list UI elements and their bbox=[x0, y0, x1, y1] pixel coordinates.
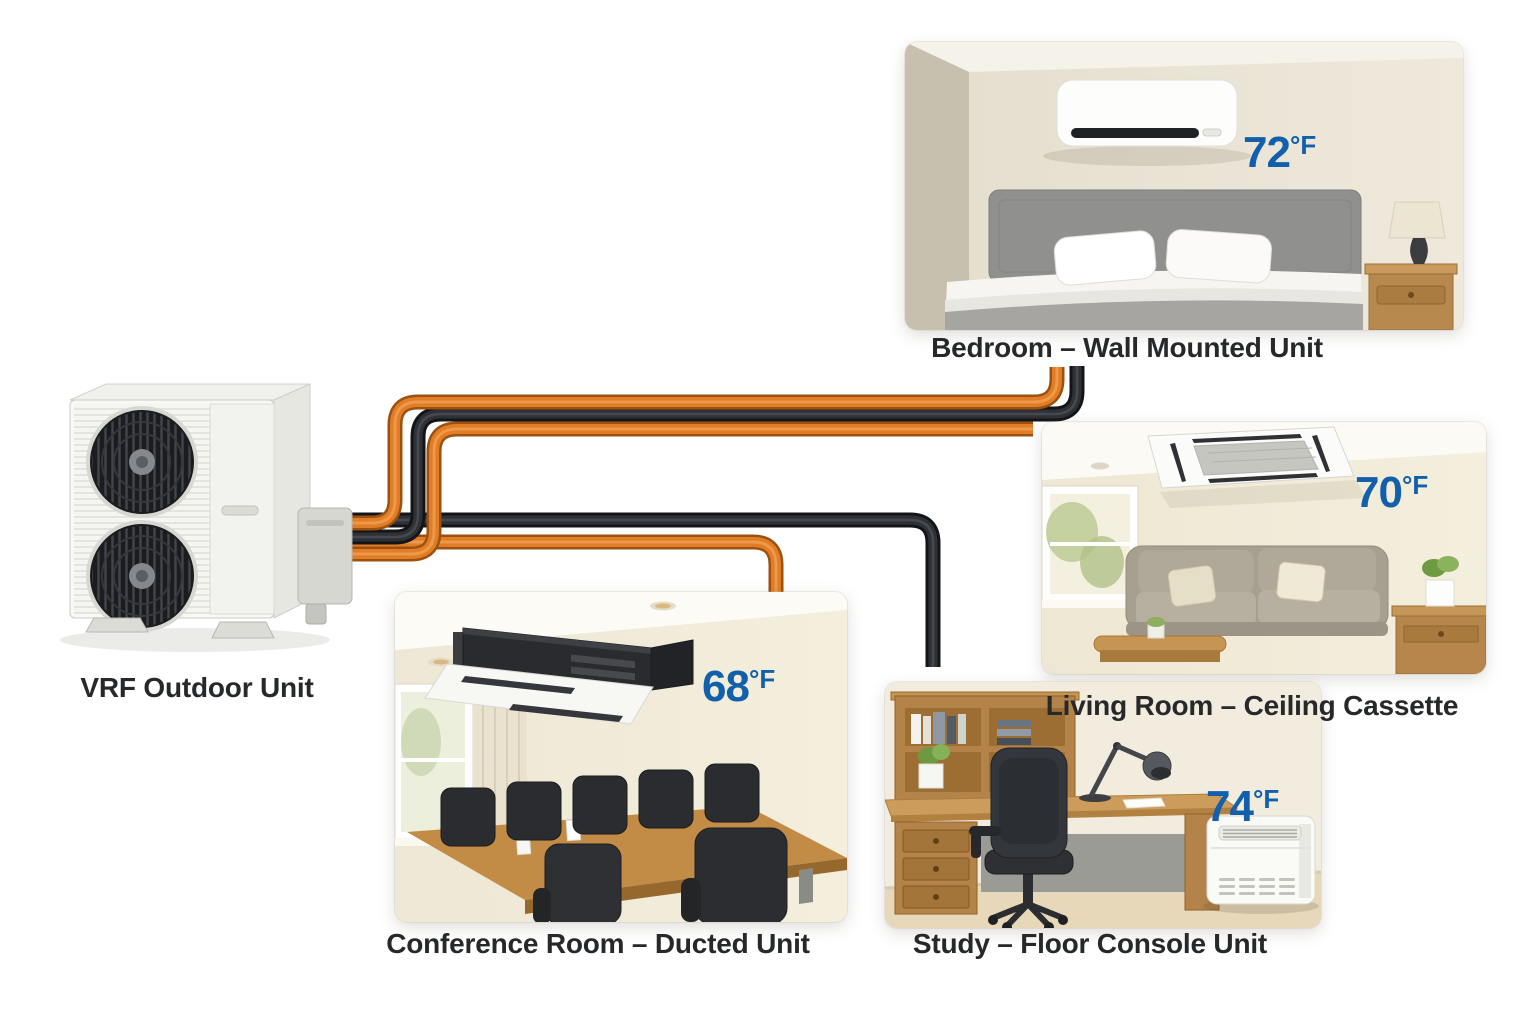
bedroom-scene bbox=[905, 42, 1463, 330]
window bbox=[1042, 485, 1142, 608]
wall-mounted-ac-unit bbox=[1043, 79, 1251, 166]
conference-room-label: Conference Room – Ducted Unit bbox=[386, 928, 810, 959]
living-room-temperature: 70°F bbox=[1355, 468, 1428, 518]
bedroom-temp-value: 72 bbox=[1243, 128, 1291, 177]
chairs bbox=[440, 763, 788, 922]
pipe-junction-box bbox=[297, 507, 353, 625]
living-room-label: Living Room – Ceiling Cassette bbox=[1045, 690, 1459, 721]
fan-top bbox=[86, 406, 198, 518]
living-room-illustration bbox=[1042, 422, 1486, 674]
bedroom-illustration bbox=[905, 42, 1463, 330]
living-room-temp-value: 70 bbox=[1355, 468, 1403, 517]
recessed-light bbox=[1091, 462, 1109, 470]
conference-room-temp-unit: °F bbox=[748, 664, 776, 694]
study-scene bbox=[885, 682, 1321, 928]
pipe-bedroom-orange bbox=[308, 367, 1065, 531]
table-lamp bbox=[1388, 201, 1446, 264]
ducted-ac-unit bbox=[424, 627, 694, 725]
study-label: Study – Floor Console Unit bbox=[912, 928, 1268, 959]
living-room-scene bbox=[1042, 422, 1486, 674]
conference-room-temperature: 68°F bbox=[702, 662, 775, 712]
pipe-bedroom-black bbox=[308, 366, 1085, 545]
outdoor-unit-label: VRF Outdoor Unit bbox=[80, 672, 314, 703]
nightstand bbox=[1364, 263, 1458, 330]
pipe-conference-orange bbox=[308, 534, 784, 600]
side-table bbox=[1391, 556, 1486, 674]
conference-room-scene bbox=[395, 592, 847, 922]
bedroom-temp-unit: °F bbox=[1289, 130, 1317, 160]
unit-feet bbox=[85, 617, 275, 639]
desk-lamp bbox=[1079, 742, 1172, 802]
ceiling-cassette-unit bbox=[1147, 426, 1366, 508]
sofa bbox=[1125, 545, 1389, 636]
bedroom-temperature: 72°F bbox=[1243, 128, 1316, 178]
conference-room-temp-value: 68 bbox=[702, 662, 750, 711]
pipe-study-black bbox=[308, 512, 941, 667]
coffee-table bbox=[1093, 617, 1227, 662]
pipe-living-orange bbox=[308, 421, 1033, 562]
outdoor-unit-scene bbox=[60, 370, 360, 660]
ceiling bbox=[905, 42, 1463, 72]
conference-room-illustration bbox=[395, 592, 847, 922]
bed bbox=[945, 189, 1363, 330]
study-temperature: 74°F bbox=[1206, 782, 1279, 832]
floor-console-unit bbox=[1203, 815, 1319, 914]
living-room-temp-unit: °F bbox=[1401, 470, 1429, 500]
fan-bottom bbox=[86, 520, 198, 632]
office-chair bbox=[969, 747, 1074, 928]
outdoor-unit-illustration bbox=[60, 383, 353, 652]
study-temp-value: 74 bbox=[1206, 782, 1254, 831]
left-wall bbox=[905, 42, 969, 330]
study-temp-unit: °F bbox=[1252, 784, 1280, 814]
bedroom-label: Bedroom – Wall Mounted Unit bbox=[931, 332, 1323, 363]
study-illustration bbox=[885, 682, 1321, 928]
